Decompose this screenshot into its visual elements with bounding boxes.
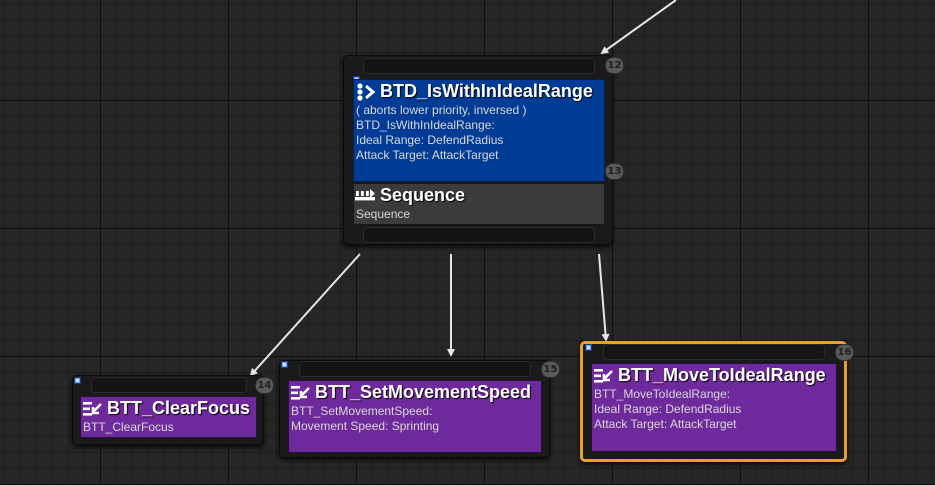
- breakpoint-marker-icon: [585, 344, 592, 351]
- sequence-subtitle: Sequence: [356, 207, 411, 221]
- task-icon: [291, 385, 310, 400]
- wire-sequence-to-move-to-ideal-range: [598, 253, 610, 342]
- sequence-icon: [355, 188, 375, 200]
- move-to-ideal-range-line-3: Attack Target: AttackTarget: [594, 417, 737, 431]
- wire-parent-to-decorator: [600, 0, 677, 55]
- decorator-line-aborts: ( aborts lower priority, inversed ): [356, 103, 527, 117]
- clear-focus-title: BTT_ClearFocus: [107, 398, 251, 418]
- clear-focus-line-0: BTT_ClearFocus: [83, 420, 174, 434]
- decorator-icon: [357, 82, 376, 101]
- input-pin[interactable]: [363, 58, 595, 74]
- breakpoint-marker-icon: [74, 377, 81, 384]
- breakpoint-marker-icon: [281, 361, 288, 368]
- execution-index-badge: 15: [541, 361, 560, 378]
- execution-index-badge: 14: [255, 377, 274, 394]
- set-movement-speed-task-node[interactable]: 15 BTT_SetMovementSpeed BTT_SetMovementS…: [279, 360, 560, 458]
- set-movement-speed-line-0: BTT_SetMovementSpeed:: [291, 404, 433, 418]
- wire-sequence-to-clear-focus: [249, 253, 361, 377]
- set-movement-speed-panel[interactable]: BTT_SetMovementSpeed BTT_SetMovementSpee…: [288, 380, 542, 453]
- move-to-ideal-range-line-0: BTT_MoveToIdealRange:: [594, 387, 731, 401]
- execution-index-badge: 12: [605, 57, 624, 74]
- clear-focus-task-node[interactable]: 14 BTT_ClearFocus BTT_ClearFocus: [72, 375, 274, 445]
- input-pin[interactable]: [603, 344, 825, 360]
- sequence-node[interactable]: 12 BTD_IsWithInIdealRange ( aborts lower…: [343, 55, 624, 245]
- sequence-panel[interactable]: Sequence Sequence: [353, 183, 605, 225]
- move-to-ideal-range-title: BTT_MoveToIdealRange: [618, 365, 826, 385]
- decorator-title: BTD_IsWithInIdealRange: [380, 81, 593, 101]
- clear-focus-panel[interactable]: BTT_ClearFocus BTT_ClearFocus: [80, 396, 257, 438]
- move-to-ideal-range-task-node[interactable]: 16 BTT_MoveToIdealRange BTT_MoveToIdealR…: [580, 341, 854, 462]
- set-movement-speed-title: BTT_SetMovementSpeed: [315, 382, 532, 402]
- decorator-line-ideal-range: Ideal Range: DefendRadius: [356, 133, 504, 147]
- move-to-ideal-range-panel[interactable]: BTT_MoveToIdealRange BTT_MoveToIdealRang…: [591, 363, 837, 452]
- decorator-panel[interactable]: BTD_IsWithInIdealRange ( aborts lower pr…: [353, 79, 605, 182]
- sequence-title: Sequence: [380, 185, 466, 205]
- decorator-line-name: BTD_IsWithInIdealRange:: [356, 118, 495, 132]
- output-pin[interactable]: [363, 227, 595, 243]
- execution-index-badge: 16: [835, 344, 854, 361]
- move-to-ideal-range-line-2: Ideal Range: DefendRadius: [594, 402, 742, 416]
- decorator-line-attack-target: Attack Target: AttackTarget: [356, 148, 499, 162]
- input-pin[interactable]: [91, 377, 247, 393]
- task-icon: [594, 368, 613, 383]
- input-pin[interactable]: [299, 361, 531, 377]
- execution-index-badge: 13: [605, 163, 624, 180]
- task-icon: [83, 401, 102, 416]
- set-movement-speed-line-2: Movement Speed: Sprinting: [291, 419, 440, 433]
